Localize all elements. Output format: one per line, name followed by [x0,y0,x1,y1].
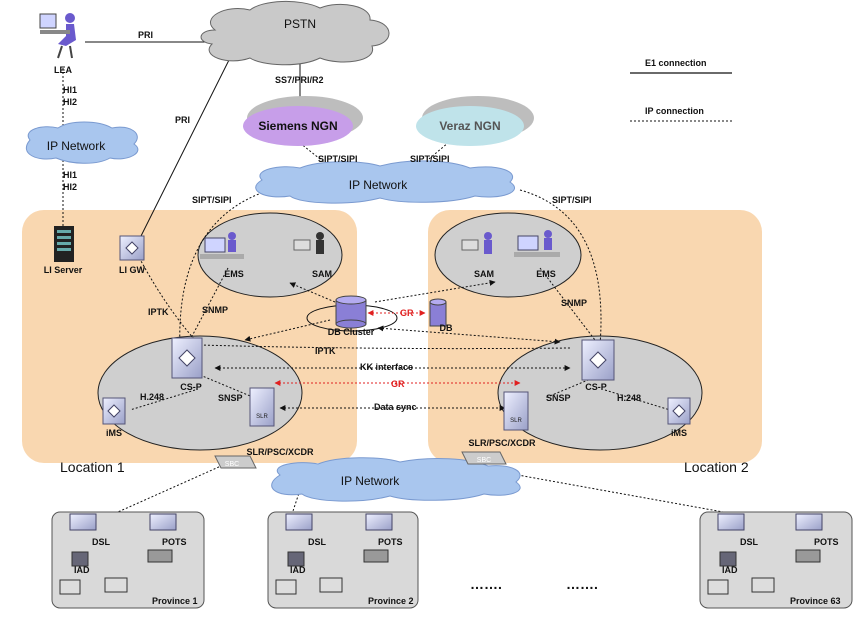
hi1-bottom-label: HI1 [63,170,77,180]
province-2-label: Province 2 [368,596,414,606]
hi1-top-label: HI1 [63,85,77,95]
ip-network-cloud-bottom: IP Network [271,457,521,502]
sipt-right-label: SIPT/SIPI [552,195,592,205]
slr-icon-left: SLR [249,387,275,427]
lea-label: LEA [54,65,73,75]
lea-user-icon [39,13,76,59]
db-cluster-label: DB Cluster [328,327,375,337]
province-1-label: Province 1 [152,596,198,606]
iptk-left-label: IPTK [148,307,169,317]
arrow-links [214,279,571,411]
csp-icon-left [171,337,203,379]
ip-network-left-label: IP Network [47,139,106,153]
slr-left-label: SLR/PSC/XCDR [246,447,314,457]
ims-icon-left [102,397,126,425]
siemens-ngn-label: Siemens NGN [258,119,337,133]
sbc-right-label: SBC [477,457,491,464]
location-1-label: Location 1 [60,459,125,475]
ellipsis-1: ……. [470,576,502,592]
snsp-left-label: SNSP [218,393,243,403]
province-63-pots: POTS [814,537,839,547]
province-63-dsl: DSL [740,537,759,547]
province-1-iad: IAD [74,565,90,575]
hi2-top-label: HI2 [63,97,77,107]
province-2-pots: POTS [378,537,403,547]
ims-right-label: iMS [671,428,687,438]
province-2-box: DSL POTS IAD Province 2 [267,511,419,609]
sbc-icon-right: SBC [461,451,507,465]
ellipsis-2: ……. [566,576,598,592]
sam-left-label: SAM [312,269,332,279]
ip-network-cloud-top: IP Network [255,160,516,204]
province-1-box: DSL POTS IAD Province 1 [51,511,205,609]
province-2-iad: IAD [290,565,306,575]
siemens-ngn: Siemens NGN [243,96,363,146]
province-63-box: DSL POTS IAD Province 63 [699,511,853,609]
ems-left-label: EMS [224,269,244,279]
ims-icon-right [667,397,691,425]
ems-right-label: EMS [536,269,556,279]
db-cluster-icon [335,295,367,329]
veraz-ngn: Veraz NGN [416,96,534,146]
ip-network-bottom-label: IP Network [341,474,400,488]
sbc-left-label: SBC [225,461,239,468]
province-2-dsl: DSL [308,537,327,547]
csp-icon-right [581,339,615,381]
kk-interface-label: KK interface [360,362,413,372]
location-2-label: Location 2 [684,459,749,475]
gr-db-label: GR [400,308,414,318]
li-server-label: LI Server [44,265,83,275]
snsp-right-label: SNSP [546,393,571,403]
li-gw-icon [119,235,145,261]
slr-icon-left-text: SLR [256,414,268,420]
ims-left-label: iMS [106,428,122,438]
sbc-icon-left: SBC [214,455,257,469]
sam-right-label: SAM [474,269,494,279]
legend-ip-label: IP connection [645,106,704,116]
pstn-cloud: PSTN [200,0,390,66]
li-gw-label: LI GW [119,265,145,275]
csp-left-label: CS-P [180,382,202,392]
li-server-icon [54,226,74,262]
legend-e1-label: E1 connection [645,58,707,68]
province-1-dsl: DSL [92,537,111,547]
province-63-iad: IAD [722,565,738,575]
pri-ligw-label: PRI [175,115,190,125]
data-sync-label: Data sync [374,402,417,412]
ems-workstation-right [514,230,560,257]
ems-workstation-left [200,232,244,259]
province-63-label: Province 63 [790,596,841,606]
iptk-mid-label: IPTK [315,346,336,356]
snmp-right-label: SNMP [561,298,587,308]
h248-left-label: H.248 [140,392,164,402]
h248-right-label: H.248 [617,393,641,403]
hi2-bottom-label: HI2 [63,182,77,192]
slr-right-label: SLR/PSC/XCDR [468,438,536,448]
db-icon [429,298,447,327]
ip-network-cloud-left: IP Network [25,121,139,164]
sipt-left-label: SIPT/SIPI [192,195,232,205]
sam-workstation-right [461,232,492,254]
ss7-label: SS7/PRI/R2 [275,75,324,85]
province-1-pots: POTS [162,537,187,547]
sam-workstation-left [293,232,324,254]
veraz-ngn-label: Veraz NGN [439,119,500,133]
pri-lea-label: PRI [138,30,153,40]
sipt-siemens-label: SIPT/SIPI [318,154,358,164]
csp-right-label: CS-P [585,382,607,392]
slr-icon-right-text: SLR [510,418,522,424]
core-ellipse-right [497,335,703,451]
ip-network-top-label: IP Network [349,178,408,192]
db-label: DB [440,323,453,333]
gr-csp-label: GR [391,379,405,389]
slr-icon-right: SLR [503,391,529,431]
sipt-veraz-label: SIPT/SIPI [410,154,450,164]
link-pstn-ligw [139,47,236,239]
snmp-left-label: SNMP [202,305,228,315]
pstn-label: PSTN [284,17,316,31]
